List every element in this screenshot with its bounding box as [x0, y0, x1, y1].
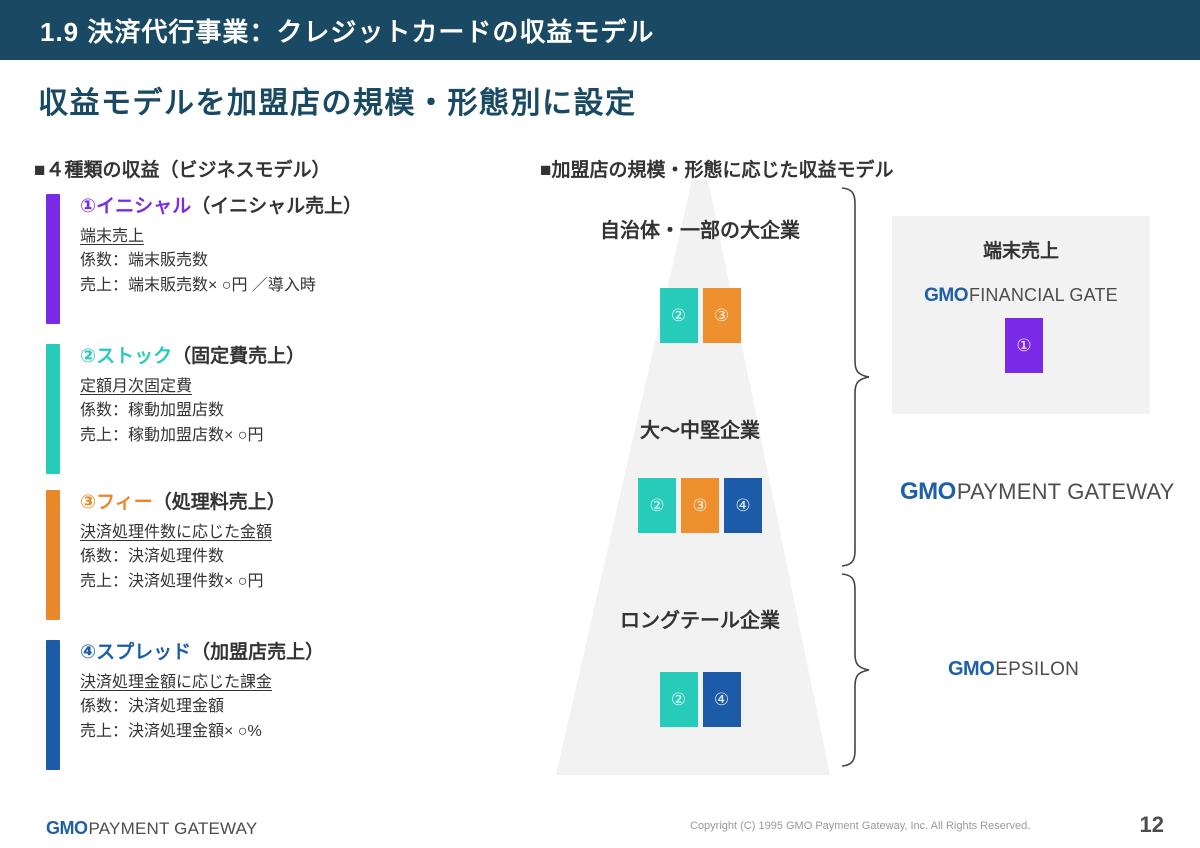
gmo-wordmark: EPSILON — [995, 659, 1080, 680]
revenue-subhead: 定額月次固定費 — [80, 377, 193, 395]
copyright-text: Copyright (C) 1995 GMO Payment Gateway, … — [690, 820, 1031, 832]
revenue-block-stock: ②ストック（固定費売上） 定額月次固定費 係数：稼動加盟店数 売上：稼動加盟店数… — [46, 344, 496, 474]
slide-subtitle: 収益モデルを加盟店の規模・形態別に設定 — [38, 87, 637, 120]
slide-header-bar: 1.9 決済代行事業：クレジットカードの収益モデル — [0, 0, 1200, 60]
model-chip: ② — [659, 288, 698, 343]
model-chip: ③ — [702, 288, 741, 343]
revenue-paren: （固定費売上） — [172, 346, 306, 367]
model-chip: ② — [638, 478, 676, 533]
revenue-name: スプレッド — [96, 642, 192, 663]
revenue-subhead: 決済処理件数に応じた金額 — [80, 523, 273, 541]
gmo-mark: GMO — [948, 658, 995, 680]
revenue-subhead: 決済処理金額に応じた課金 — [80, 673, 273, 691]
revenue-coefficient: 係数：稼動加盟店数 — [80, 402, 225, 420]
revenue-block-fee: ③フィー（処理料売上） 決済処理件数に応じた金額 係数：決済処理件数 売上：決済… — [46, 490, 496, 620]
revenue-number: ④ — [80, 642, 97, 663]
gmo-wordmark: PAYMENT GATEWAY — [956, 479, 1175, 504]
revenue-title: ②ストック（固定費売上） — [80, 344, 305, 370]
merchant-funnel-diagram: 自治体・一部の大企業 ② ③ 大～中堅企業 ② ③ ④ ロングテール企業 ② ④ — [540, 180, 860, 775]
page-title: 1.9 決済代行事業：クレジットカードの収益モデル — [40, 16, 655, 47]
revenue-title: ④スプレッド（加盟店売上） — [80, 640, 324, 666]
terminal-sales-panel: 端末売上 GMO FINANCIAL GATE — [892, 216, 1150, 414]
model-chip: ④ — [702, 672, 741, 727]
gmo-mark: GMO — [924, 285, 969, 306]
revenue-block-spread: ④スプレッド（加盟店売上） 決済処理金額に応じた課金 係数：決済処理金額 売上：… — [46, 640, 496, 770]
revenue-accent-bar — [46, 194, 60, 324]
revenue-sales: 売上：端末販売数× ○円 ／導入時 — [80, 277, 316, 295]
revenue-name: フィー — [96, 492, 153, 513]
model-chip: ④ — [724, 478, 762, 533]
revenue-subhead: 端末売上 — [80, 227, 145, 245]
footer-gmo-logo: GMO PAYMENT GATEWAY — [46, 818, 257, 839]
revenue-paren: （イニシャル売上） — [191, 196, 363, 217]
revenue-paren: （加盟店売上） — [191, 642, 325, 663]
revenue-coefficient: 係数：決済処理金額 — [80, 698, 225, 716]
revenue-block-initial: ①イニシャル（イニシャル売上） 端末売上 係数：端末販売数 売上：端末販売数× … — [46, 194, 496, 324]
revenue-title: ③フィー（処理料売上） — [80, 490, 286, 516]
revenue-number: ② — [80, 346, 97, 367]
funnel-tier-chips: ② ④ — [540, 672, 860, 727]
left-section-heading: ■４種類の収益（ビジネスモデル） — [34, 160, 331, 181]
gmo-wordmark: PAYMENT GATEWAY — [88, 819, 258, 838]
gmo-epsilon-logo: GMO EPSILON — [948, 658, 1079, 681]
funnel-tier-label: ロングテール企業 — [620, 610, 780, 632]
funnel-tier-label: 自治体・一部の大企業 — [600, 220, 800, 242]
brace-lower-icon — [841, 573, 870, 767]
revenue-accent-bar — [46, 640, 60, 770]
revenue-number: ① — [80, 196, 97, 217]
gmo-payment-gateway-logo: GMO PAYMENT GATEWAY — [900, 478, 1175, 506]
page-number: 12 — [1139, 812, 1164, 837]
revenue-name: イニシャル — [96, 196, 192, 217]
panel-title: 端末売上 — [982, 241, 1059, 262]
funnel-tier-label: 大～中堅企業 — [640, 420, 760, 442]
gmo-mark: GMO — [900, 478, 956, 505]
revenue-coefficient: 係数：端末販売数 — [80, 252, 209, 270]
revenue-sales: 売上：稼動加盟店数× ○円 — [80, 427, 264, 445]
funnel-tier-chips: ② ③ ④ — [540, 478, 860, 533]
brace-upper-icon — [841, 187, 870, 567]
footer-divider — [0, 800, 1200, 801]
revenue-number: ③ — [80, 492, 97, 513]
revenue-coefficient: 係数：決済処理件数 — [80, 548, 225, 566]
revenue-name: ストック — [96, 346, 173, 367]
revenue-paren: （処理料売上） — [152, 492, 286, 513]
revenue-sales: 売上：決済処理件数× ○円 — [80, 573, 264, 591]
model-chip: ② — [659, 672, 698, 727]
revenue-accent-bar — [46, 344, 60, 474]
gmo-financial-gate-logo: GMO FINANCIAL GATE — [924, 285, 1118, 307]
revenue-accent-bar — [46, 490, 60, 620]
funnel-tier-chips: ② ③ — [540, 288, 860, 343]
model-chip: ① — [1005, 318, 1043, 373]
gmo-wordmark: FINANCIAL GATE — [969, 285, 1118, 305]
revenue-title: ①イニシャル（イニシャル売上） — [80, 194, 362, 220]
revenue-sales: 売上：決済処理金額× ○% — [80, 723, 262, 741]
model-chip: ③ — [681, 478, 719, 533]
gmo-mark: GMO — [46, 818, 88, 838]
funnel-shape-icon — [556, 180, 830, 775]
right-section-heading: ■加盟店の規模・形態に応じた収益モデル — [540, 160, 894, 181]
